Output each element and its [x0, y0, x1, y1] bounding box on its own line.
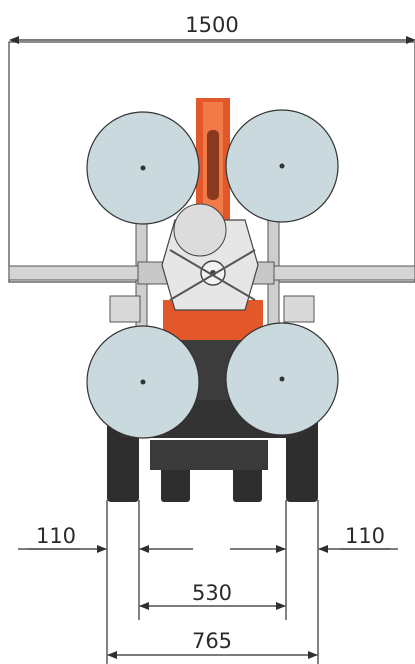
counterweight	[150, 440, 268, 470]
wheel-front-left	[107, 418, 139, 502]
dim-label-right-offset: 110	[345, 524, 385, 548]
dim-label-overall: 1500	[185, 13, 238, 37]
dim-label-outer-track: 765	[192, 629, 232, 653]
mast-slot	[207, 130, 219, 200]
wheels	[107, 418, 318, 502]
cup-center	[140, 379, 146, 385]
cup-center	[279, 163, 285, 169]
wheel-front-right	[286, 418, 318, 502]
rotation-disc	[173, 203, 227, 257]
cup-center	[279, 376, 285, 382]
cup-center	[140, 165, 146, 171]
bracket-right	[283, 295, 315, 323]
dimension-labels: 1500 110 110 530 765	[36, 13, 385, 653]
wheel-rear-left	[161, 462, 190, 502]
brace-b	[169, 249, 256, 301]
dim-label-inner-track: 530	[192, 581, 232, 605]
dimension-lines	[9, 36, 415, 664]
wheel-rear-right	[233, 462, 262, 502]
dim-label-left-offset: 110	[36, 524, 76, 548]
bracket-left	[109, 295, 141, 323]
machine-drawing	[8, 41, 415, 502]
suction-cups	[86, 109, 339, 439]
